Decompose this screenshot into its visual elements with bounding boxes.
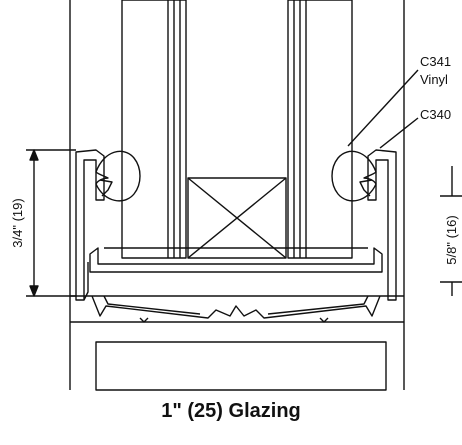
glass-unit <box>121 0 353 259</box>
label-c340: C340 <box>420 107 451 122</box>
lower-frame-box <box>95 341 387 391</box>
glass-pane-right <box>287 0 353 259</box>
drawing-caption: 1" (25) Glazing <box>161 400 301 422</box>
glazing-pocket <box>89 247 383 273</box>
glazing-bead-right <box>367 149 397 301</box>
glass-spacer <box>187 177 287 259</box>
dimension-label-right: 5/8" (16) <box>444 215 459 264</box>
leader-c340 <box>379 117 419 149</box>
dimension-label-left: 3/4" (19) <box>10 198 25 247</box>
leader-c341 <box>347 69 419 147</box>
label-c341: C341 <box>420 54 451 69</box>
vinyl-gasket-right <box>331 150 377 202</box>
vinyl-gasket-left <box>95 150 141 202</box>
glass-pane-left <box>121 0 187 259</box>
glazing-bead-left <box>75 149 105 301</box>
label-vinyl: Vinyl <box>420 72 448 87</box>
sill-channel <box>70 295 404 319</box>
